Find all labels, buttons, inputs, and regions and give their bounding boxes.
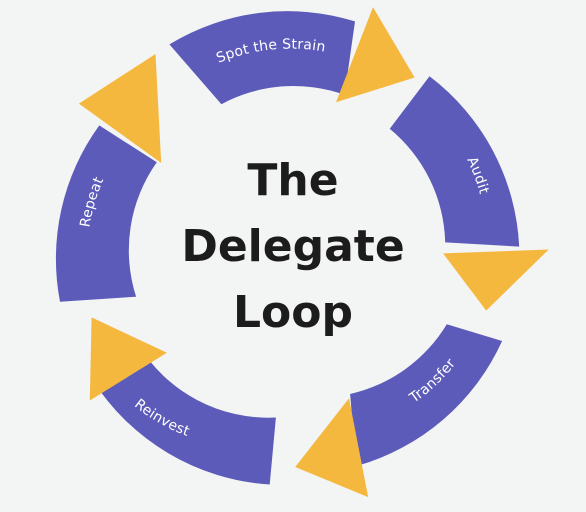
segment-arc [55, 125, 157, 302]
segment-reinvest: Reinvest [89, 317, 276, 485]
segment-spot-the-strain: Spot the Strain [169, 7, 415, 105]
segment-transfer: Transfer [295, 324, 503, 498]
segment-arc [350, 324, 503, 467]
title-line: Loop [233, 287, 353, 338]
title-line: The [247, 155, 339, 206]
diagram-title: The Delegate Loop [143, 148, 443, 346]
segment-arc [169, 11, 355, 105]
arrowhead-icon [336, 7, 415, 103]
segment-audit: Audit [389, 76, 549, 311]
segment-repeat: Repeat [55, 54, 162, 302]
segment-arc [91, 344, 276, 485]
segment-arc [389, 76, 520, 247]
arrowhead-icon [78, 54, 162, 163]
arrowhead-icon [295, 398, 369, 498]
title-line: Delegate [181, 221, 405, 272]
arrowhead-icon [89, 317, 167, 401]
arrowhead-icon [443, 249, 549, 311]
